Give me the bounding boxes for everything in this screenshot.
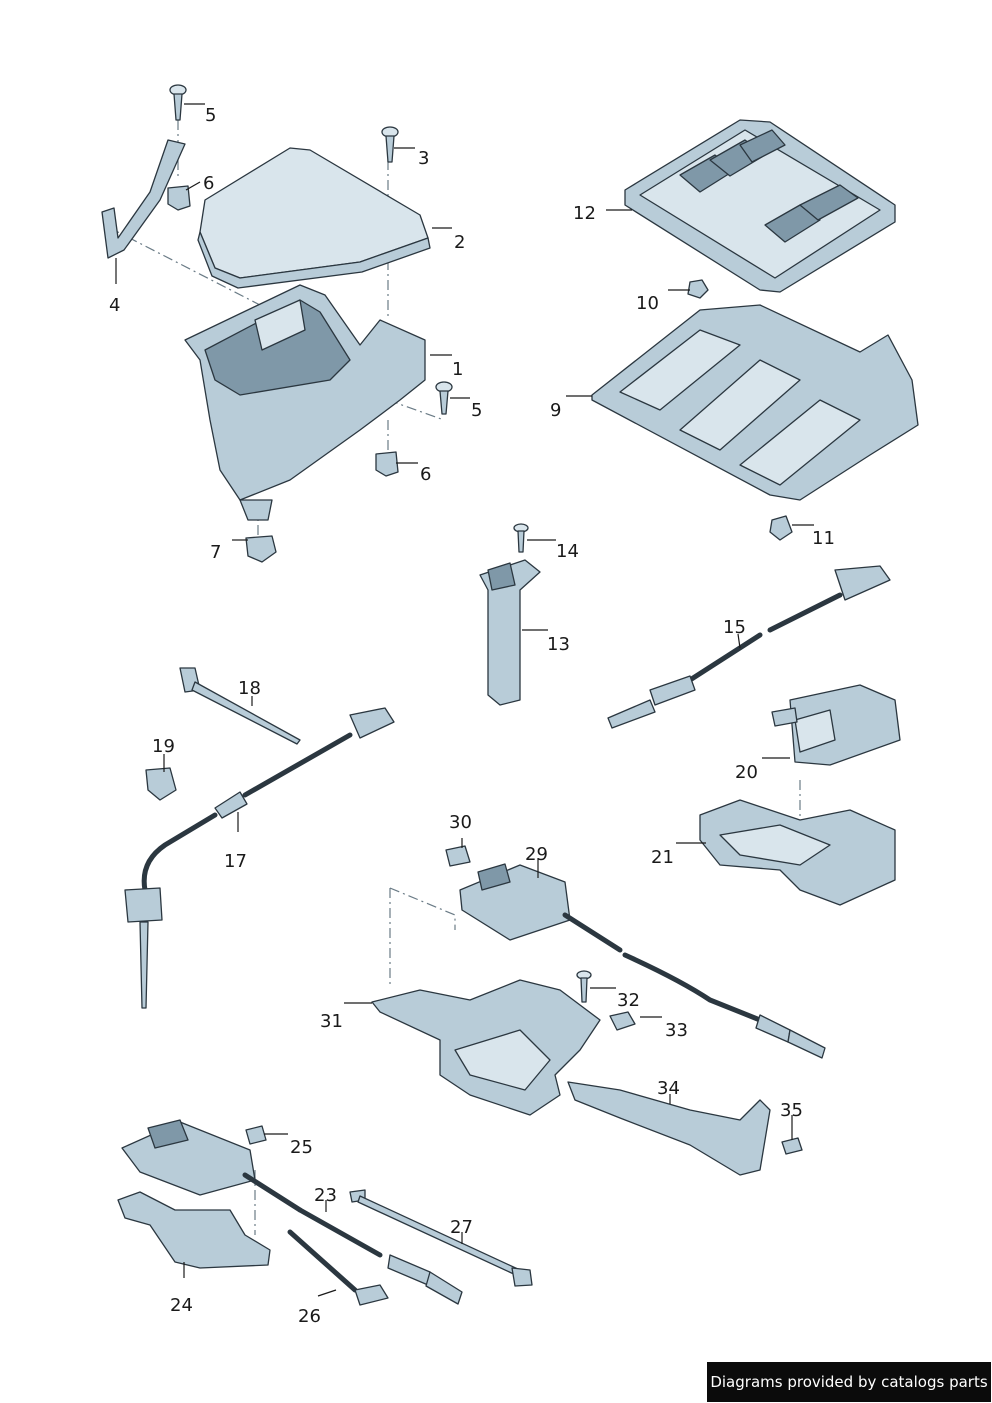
cable-tie-18 (179, 667, 301, 745)
callout-15: 15 (723, 617, 746, 638)
bracket-24 (117, 1191, 271, 1269)
sensor-20 (771, 684, 901, 766)
callout-27: 27 (450, 1217, 473, 1238)
screw-32 (576, 970, 592, 1003)
callout-14: 14 (556, 541, 579, 562)
callout-numbers: 5 3 6 2 4 1 5 6 7 12 10 9 11 14 13 15 18… (109, 105, 835, 1327)
bracket-34 (567, 1081, 771, 1176)
callout-4: 4 (109, 295, 120, 316)
callout-33: 33 (665, 1020, 688, 1041)
callout-23: 23 (314, 1185, 337, 1206)
cover-2 (197, 147, 431, 289)
callout-18: 18 (238, 678, 261, 699)
callout-5-right: 5 (471, 400, 482, 421)
callout-29: 29 (525, 844, 548, 865)
callout-17: 17 (224, 851, 247, 872)
callout-31: 31 (320, 1011, 343, 1032)
screw-5-right (435, 381, 453, 415)
housing-1 (184, 284, 426, 521)
callout-20: 20 (735, 762, 758, 783)
callout-3: 3 (418, 148, 429, 169)
nox-sensor-lower (121, 1119, 463, 1305)
callout-11: 11 (812, 528, 835, 549)
temp-sensor-17 (124, 707, 395, 1009)
callout-26: 26 (298, 1306, 321, 1327)
tray-9 (591, 304, 919, 501)
callout-34: 34 (657, 1078, 680, 1099)
callout-2: 2 (454, 232, 465, 253)
callout-6-top: 6 (203, 173, 214, 194)
callout-30: 30 (449, 812, 472, 833)
grommet-11 (769, 515, 793, 541)
nut-30 (445, 845, 471, 867)
control-unit-12 (624, 119, 896, 293)
bracket-31 (371, 979, 601, 1116)
nut-25 (245, 1125, 267, 1145)
screw-14 (513, 523, 529, 553)
watermark-text: Diagrams provided by catalogs parts (710, 1373, 988, 1391)
callout-25: 25 (290, 1137, 313, 1158)
watermark-banner: Diagrams provided by catalogs parts (707, 1362, 991, 1402)
nut-33 (609, 1011, 636, 1031)
callout-35: 35 (780, 1100, 803, 1121)
nut-10 (687, 279, 709, 299)
grommet-7 (245, 535, 277, 563)
bracket-21 (699, 799, 896, 906)
callout-1: 1 (452, 359, 463, 380)
callout-13: 13 (547, 634, 570, 655)
nox-sensor-29 (459, 863, 826, 1059)
callout-32: 32 (617, 990, 640, 1011)
cable-26 (287, 1229, 389, 1306)
nut-35 (781, 1137, 803, 1155)
callout-10: 10 (636, 293, 659, 314)
clip-19 (145, 767, 177, 801)
callout-7: 7 (210, 542, 221, 563)
callout-9: 9 (550, 400, 561, 421)
callout-5-top: 5 (205, 105, 216, 126)
callout-12: 12 (573, 203, 596, 224)
leader-lines (115, 103, 814, 1297)
callout-6-bottom: 6 (420, 464, 431, 485)
callout-24: 24 (170, 1295, 193, 1316)
cable-tie-27 (349, 1189, 533, 1287)
clip-6-bottom (375, 451, 399, 477)
probe-15 (607, 565, 891, 729)
screw-3 (381, 126, 399, 163)
clip-6-top (167, 185, 191, 211)
callout-19: 19 (152, 736, 175, 757)
sensor-13 (479, 559, 541, 706)
callout-21: 21 (651, 847, 674, 868)
bracket-4 (101, 139, 186, 259)
screw-5-top (169, 84, 187, 121)
